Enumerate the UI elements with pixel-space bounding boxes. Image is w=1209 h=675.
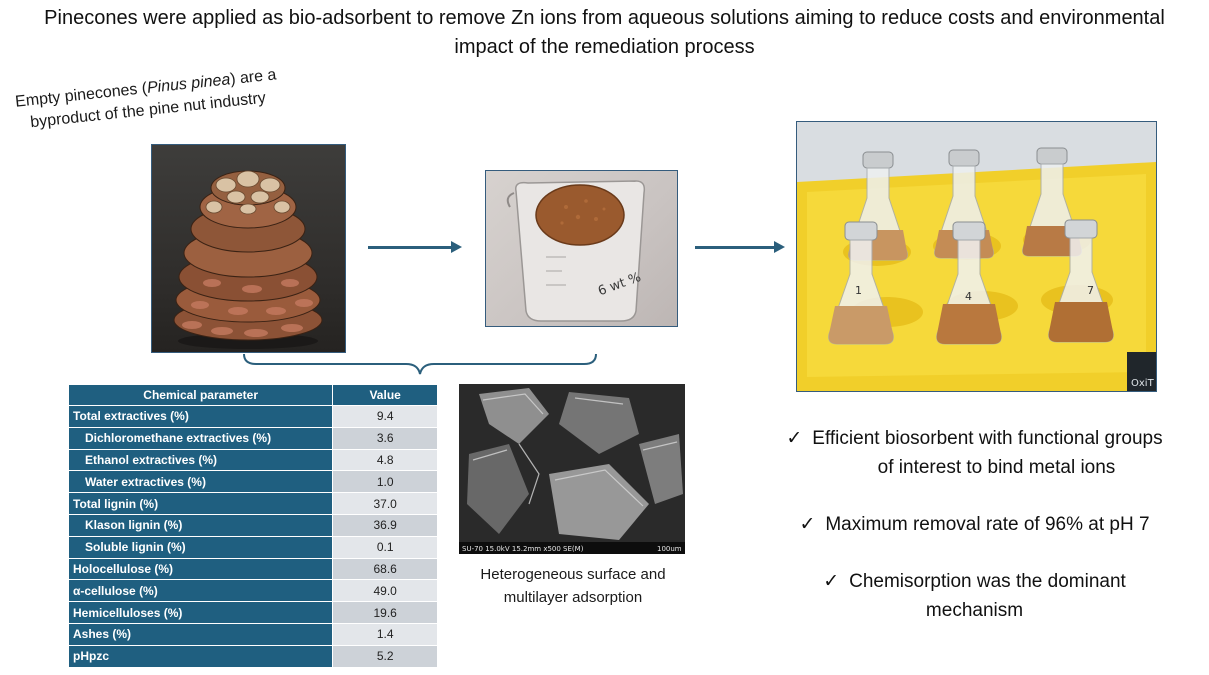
column-header-value: Value — [332, 384, 438, 406]
table-row: Ashes (%)1.4 — [67, 622, 438, 646]
table-cell-value: 3.6 — [332, 426, 438, 450]
sem-caption: Heterogeneous surface and multilayer ads… — [480, 566, 666, 606]
table-row: Soluble lignin (%)0.1 — [67, 535, 438, 559]
table-row: Total extractives (%)9.4 — [67, 405, 438, 428]
ground-pinecone-beaker-photo: 6 wt % — [485, 170, 678, 327]
table-cell-value: 1.4 — [332, 622, 438, 646]
sem-scale-label: 100um — [657, 545, 682, 553]
table-cell-parameter: Ethanol extractives (%) — [67, 448, 334, 472]
table-cell-value: 1.0 — [332, 470, 438, 494]
table-cell-parameter: Dichloromethane extractives (%) — [67, 426, 334, 450]
table-cell-parameter: pHpzc — [67, 644, 334, 668]
bullet-efficient-biosorbent: ✓ Efficient biosorbent with functional gr… — [740, 424, 1209, 482]
pinecone-caption: Empty pinecones (Pinus pinea) are a bypr… — [0, 63, 293, 137]
table-cell-value: 19.6 — [332, 601, 438, 624]
table-header-row: Chemical parameter Value — [67, 384, 438, 406]
table-row: Total lignin (%)37.0 — [67, 492, 438, 515]
bullet-max-removal: ✓ Maximum removal rate of 96% at pH 7 — [740, 510, 1209, 539]
table-cell-value: 37.0 — [332, 492, 438, 515]
grouping-brace — [243, 353, 597, 375]
checkmark-icon: ✓ — [786, 428, 803, 449]
flask-label-7: 7 — [1087, 284, 1094, 297]
beaker-illustration: 6 wt % — [506, 180, 646, 322]
process-arrow-1 — [368, 241, 462, 253]
table-row: Ethanol extractives (%)4.8 — [67, 448, 438, 472]
device-label: OxiT — [1131, 378, 1155, 389]
pinecone-photo — [151, 144, 346, 353]
table-cell-parameter: Ashes (%) — [67, 622, 334, 646]
table-cell-parameter: Soluble lignin (%) — [67, 535, 334, 559]
sem-texture: SU-70 15.0kV 15.2mm x500 SE(M) 100um — [459, 384, 685, 554]
table-cell-value: 0.1 — [332, 535, 438, 559]
bullet-3-line-1: Chemisorption was the dominant — [849, 571, 1126, 592]
table-cell-parameter: Hemicelluloses (%) — [67, 601, 334, 624]
bullet-3-line-2: mechanism — [925, 600, 1024, 621]
table-row: Holocellulose (%)68.6 — [67, 557, 438, 581]
bullet-chemisorption: ✓ Chemisorption was the dominant mechanis… — [740, 567, 1209, 625]
table-cell-parameter: Total extractives (%) — [67, 405, 334, 428]
table-cell-value: 49.0 — [332, 579, 438, 603]
flask-label-1: 1 — [855, 284, 862, 297]
table-cell-value: 5.2 — [332, 644, 438, 668]
table-cell-parameter: α-cellulose (%) — [67, 579, 334, 603]
flasks-adsorption-photo: OxiT 1 — [796, 121, 1157, 392]
table-row: Dichloromethane extractives (%)3.6 — [67, 426, 438, 450]
table-row: α-cellulose (%)49.0 — [67, 579, 438, 603]
chemical-composition-table: Chemical parameter Value Total extractiv… — [67, 384, 438, 668]
bullet-1-line-2: of interest to bind metal ions — [877, 457, 1116, 478]
table-row: Water extractives (%)1.0 — [67, 470, 438, 494]
sem-micrograph: SU-70 15.0kV 15.2mm x500 SE(M) 100um — [459, 384, 685, 554]
pinecone-caption-species: Pinus pinea — [146, 71, 232, 97]
checkmark-icon: ✓ — [823, 571, 840, 592]
table-cell-parameter: Water extractives (%) — [67, 470, 334, 494]
table-cell-parameter: Holocellulose (%) — [67, 557, 334, 581]
bullet-2-line-1: Maximum removal rate of 96% at pH 7 — [825, 514, 1150, 535]
column-header-parameter: Chemical parameter — [67, 384, 334, 406]
pinecone-illustration — [173, 170, 323, 349]
process-arrow-2 — [695, 241, 785, 253]
sem-info-label: SU-70 15.0kV 15.2mm x500 SE(M) — [462, 545, 584, 553]
table-cell-parameter: Klason lignin (%) — [67, 513, 334, 537]
table-row: Hemicelluloses (%)19.6 — [67, 601, 438, 624]
flask-label-4: 4 — [965, 290, 972, 303]
table-row: Klason lignin (%)36.9 — [67, 513, 438, 537]
table-cell-value: 9.4 — [332, 405, 438, 428]
table-cell-parameter: Total lignin (%) — [67, 492, 334, 515]
bullet-1-line-1: Efficient biosorbent with functional gro… — [812, 428, 1163, 449]
table-cell-value: 4.8 — [332, 448, 438, 472]
table-cell-value: 68.6 — [332, 557, 438, 581]
graphical-abstract-title: Pinecones were applied as bio-adsorbent … — [44, 7, 1165, 58]
checkmark-icon: ✓ — [799, 514, 816, 535]
table-cell-value: 36.9 — [332, 513, 438, 537]
flasks-illustration: OxiT 1 — [797, 122, 1156, 391]
